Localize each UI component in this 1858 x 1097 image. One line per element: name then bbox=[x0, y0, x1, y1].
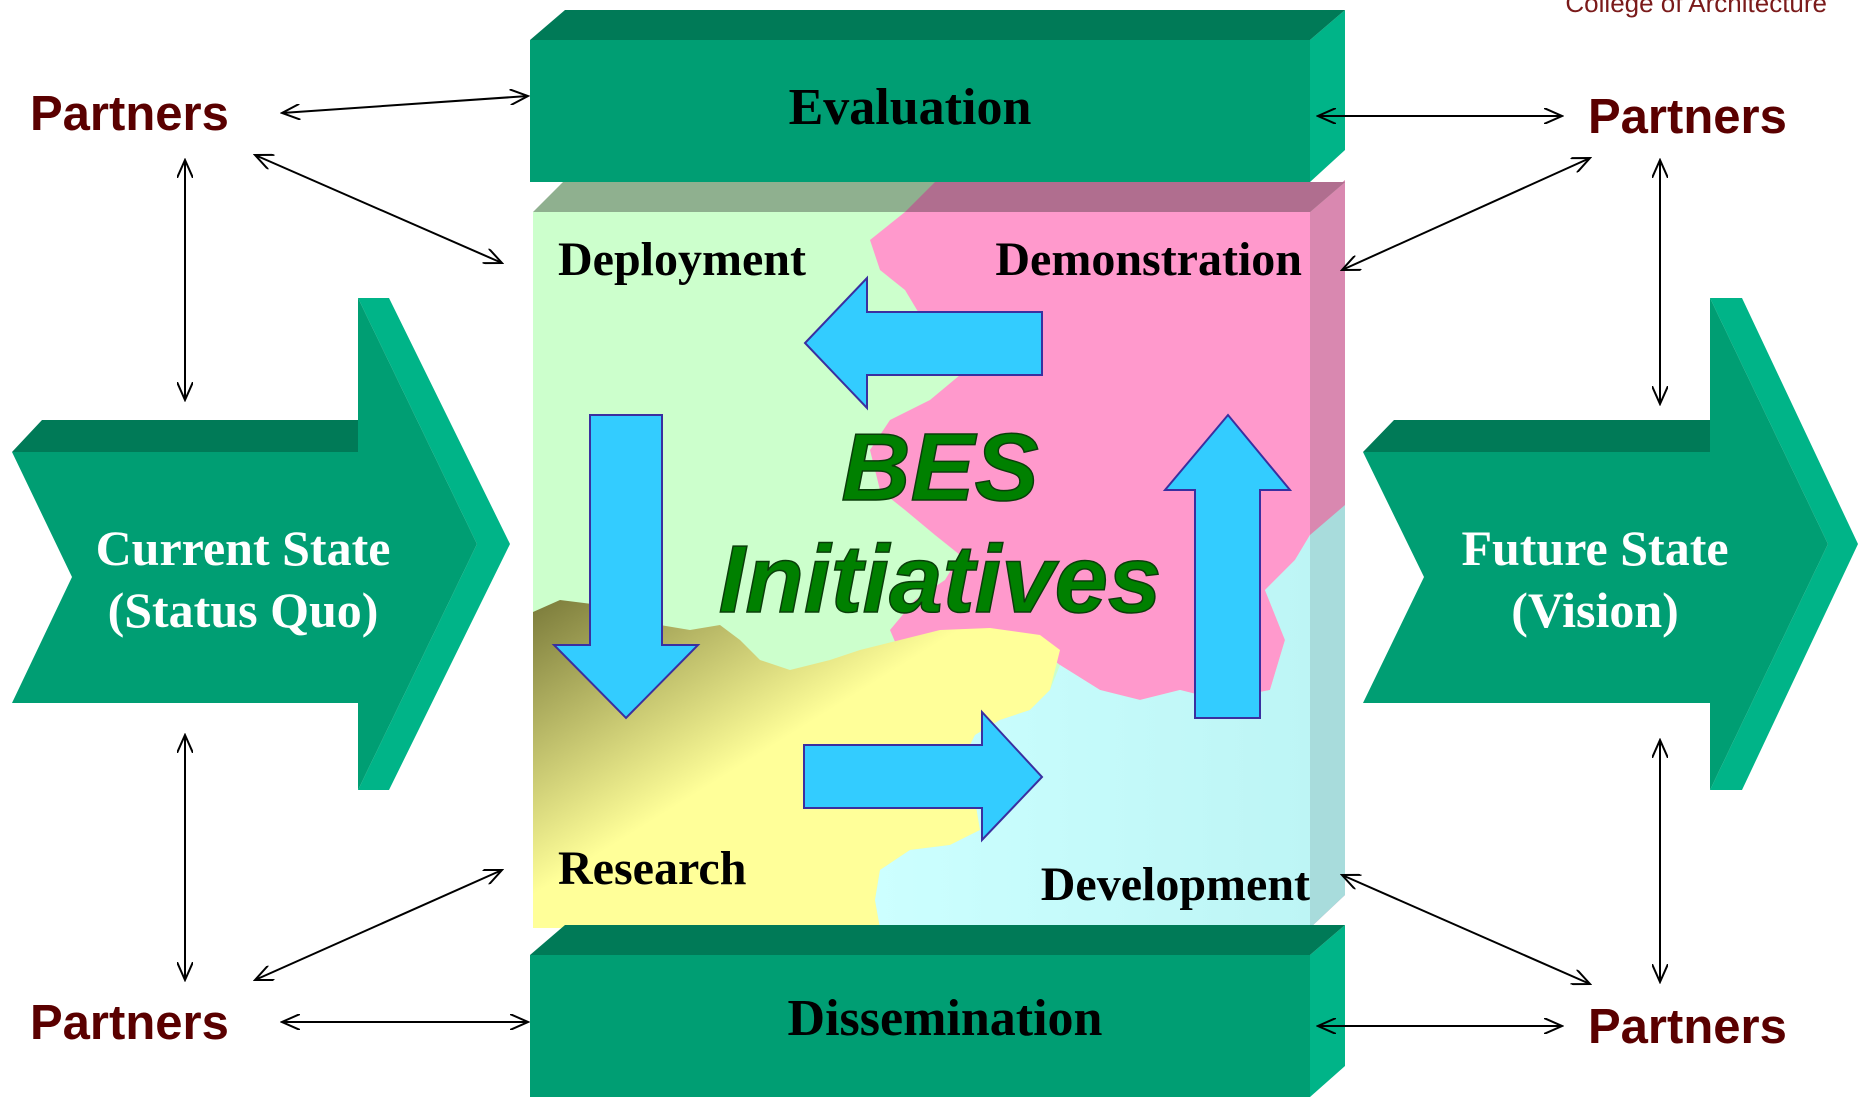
dissemination-label: Dissemination bbox=[788, 990, 1103, 1047]
deployment-label: Deployment bbox=[558, 233, 806, 286]
future-state-arrow bbox=[1363, 298, 1858, 790]
partners-bottom-right: Partners bbox=[1588, 1000, 1787, 1054]
demonstration-label: Demonstration bbox=[995, 233, 1302, 286]
current-state-line2: (Status Quo) bbox=[108, 582, 379, 638]
future-state-line1: Future State bbox=[1461, 520, 1728, 576]
arrow-left-icon bbox=[803, 275, 1043, 411]
dissemination-bar bbox=[530, 925, 1345, 1097]
connector-tl-deployment bbox=[255, 155, 502, 263]
arrow-down-icon bbox=[551, 414, 701, 720]
future-state-line2: (Vision) bbox=[1511, 582, 1679, 638]
center-title-line1: BES bbox=[841, 414, 1038, 521]
evaluation-bar bbox=[530, 10, 1345, 182]
arrow-right-icon bbox=[803, 709, 1044, 843]
development-label: Development bbox=[1041, 858, 1310, 911]
research-label: Research bbox=[558, 842, 746, 895]
center-title-line2: Initiatives bbox=[719, 526, 1162, 633]
arrow-up-icon bbox=[1162, 413, 1293, 719]
partners-top-left: Partners bbox=[30, 87, 229, 141]
connector-br-development bbox=[1342, 875, 1590, 984]
research-region bbox=[533, 600, 1060, 928]
current-state-line1: Current State bbox=[96, 520, 391, 576]
connector-tl-evaluation bbox=[282, 96, 528, 113]
connector-tr-demonstration bbox=[1342, 158, 1590, 270]
cycle-arrows bbox=[551, 275, 1293, 843]
connector-bl-research bbox=[255, 870, 502, 980]
evaluation-label: Evaluation bbox=[789, 79, 1032, 136]
partner-connectors bbox=[185, 96, 1660, 1026]
partners-top-right: Partners bbox=[1588, 90, 1787, 144]
credit-text: College of Architecture bbox=[1565, 0, 1827, 18]
current-state-arrow bbox=[12, 298, 510, 790]
partners-bottom-left: Partners bbox=[30, 996, 229, 1050]
